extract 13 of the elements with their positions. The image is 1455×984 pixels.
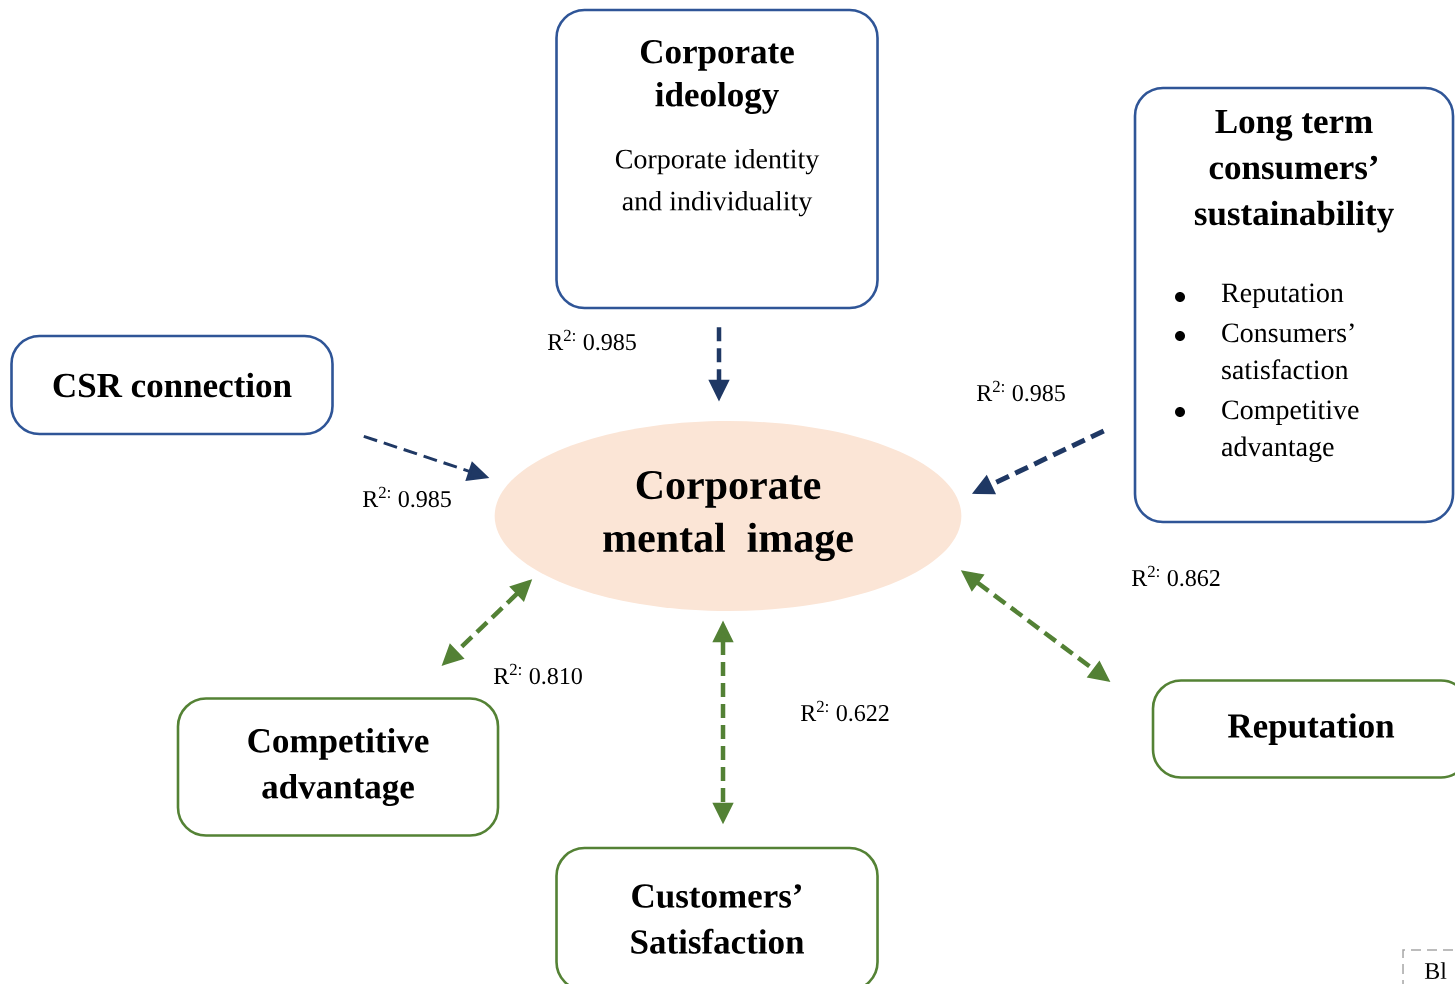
concept-box: Customers’ Satisfaction [555,846,879,984]
concept-box: Corporate ideology Corporate identity and individuality [555,8,879,310]
concept-box: Reputation [1151,679,1455,779]
edge-label: R$^{2:}$ 0.985 [975,379,1067,403]
edge-label: R$^{2:}$ 0.810 [492,662,584,686]
legend-text: Bl [1424,962,1447,979]
concept-box: Competitive advantage [176,697,500,837]
edge-label: R$^{2:}$ 0.862 [1130,564,1222,588]
concept-box: Long term consumers’ sustainability Reputation Consumers’ satisfaction Competitive advantage [1133,86,1455,524]
edge-label: R$^{2:}$ 0.622 [799,699,891,723]
concept-box: CSR connection [10,334,334,436]
edge-label: R$^{2:}$ 0.985 [361,485,453,509]
edge-label: R$^{2:}$ 0.985 [546,328,638,352]
